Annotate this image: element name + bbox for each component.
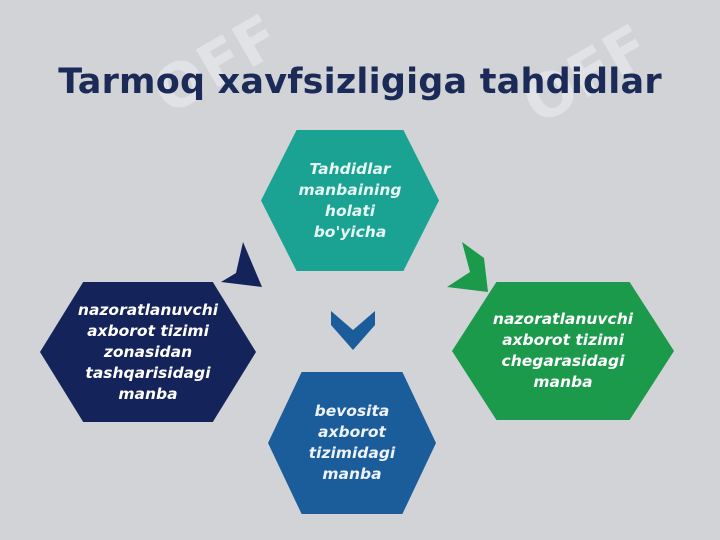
node-label: Tahdidlar manbaining holati bo'yicha — [298, 159, 402, 241]
arrow-to-left — [221, 242, 262, 287]
node-outside-zone-source: nazoratlanuvchi axborot tizimi zonasidan… — [40, 282, 256, 422]
page-title: Tarmoq xavfsizligiga tahdidlar — [58, 62, 662, 102]
node-direct-system-source: bevosita axborot tizimidagi manba — [268, 372, 436, 514]
node-label: nazoratlanuvchi axborot tizimi zonasidan… — [77, 300, 219, 403]
node-boundary-source: nazoratlanuvchi axborot tizimi chegarasi… — [452, 282, 674, 420]
arrow-to-right — [447, 242, 488, 292]
node-label: nazoratlanuvchi axborot tizimi chegarasi… — [492, 310, 634, 391]
node-threat-source-state: Tahdidlar manbaining holati bo'yicha — [261, 130, 439, 271]
arrow-to-bottom — [331, 311, 375, 350]
node-label: bevosita axborot tizimidagi manba — [308, 402, 396, 483]
